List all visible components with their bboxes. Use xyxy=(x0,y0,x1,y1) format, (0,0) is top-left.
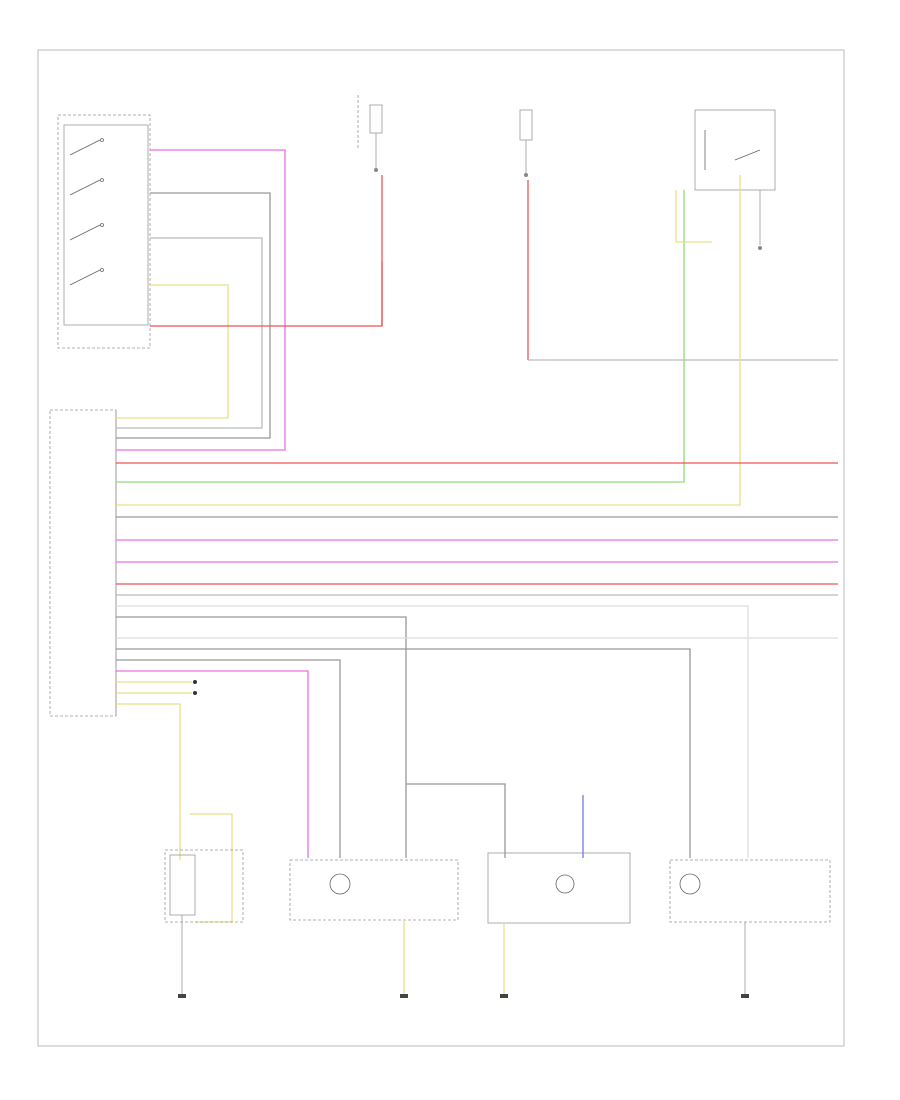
switch-wire-red xyxy=(150,262,383,327)
connector-dot xyxy=(193,691,197,695)
fuse-block-2 xyxy=(519,109,533,177)
relay-feed-yellow-2 xyxy=(116,175,741,506)
switch-wire-yellow xyxy=(116,284,229,419)
light-switch-block xyxy=(57,114,151,349)
bus-wire-pink-3 xyxy=(116,670,309,858)
interior-lamp-center-left xyxy=(289,859,459,998)
relay-block xyxy=(694,109,776,250)
bus-wire-gray-7 xyxy=(116,659,341,858)
bus-wire-yellow-3 xyxy=(116,703,181,820)
diagram-frame xyxy=(37,49,845,1047)
interior-lamp-right xyxy=(669,859,831,998)
fuse-block-1 xyxy=(357,95,383,172)
switch-wire-gray-2 xyxy=(116,237,263,429)
bus-wire-gray-3 xyxy=(116,605,749,858)
switch-wire-pink xyxy=(116,149,286,451)
switch-wire-gray-1 xyxy=(116,192,271,439)
bus-wire-gray-4 xyxy=(116,616,407,858)
control-module-block xyxy=(49,409,117,717)
connector-dot xyxy=(193,680,197,684)
courtesy-lamp-left xyxy=(164,813,244,998)
relay-feed-yellow xyxy=(675,190,712,243)
interior-lamp-center xyxy=(406,783,631,998)
bus-wire-gray-6 xyxy=(116,648,691,858)
relay-feed-green xyxy=(116,190,685,483)
